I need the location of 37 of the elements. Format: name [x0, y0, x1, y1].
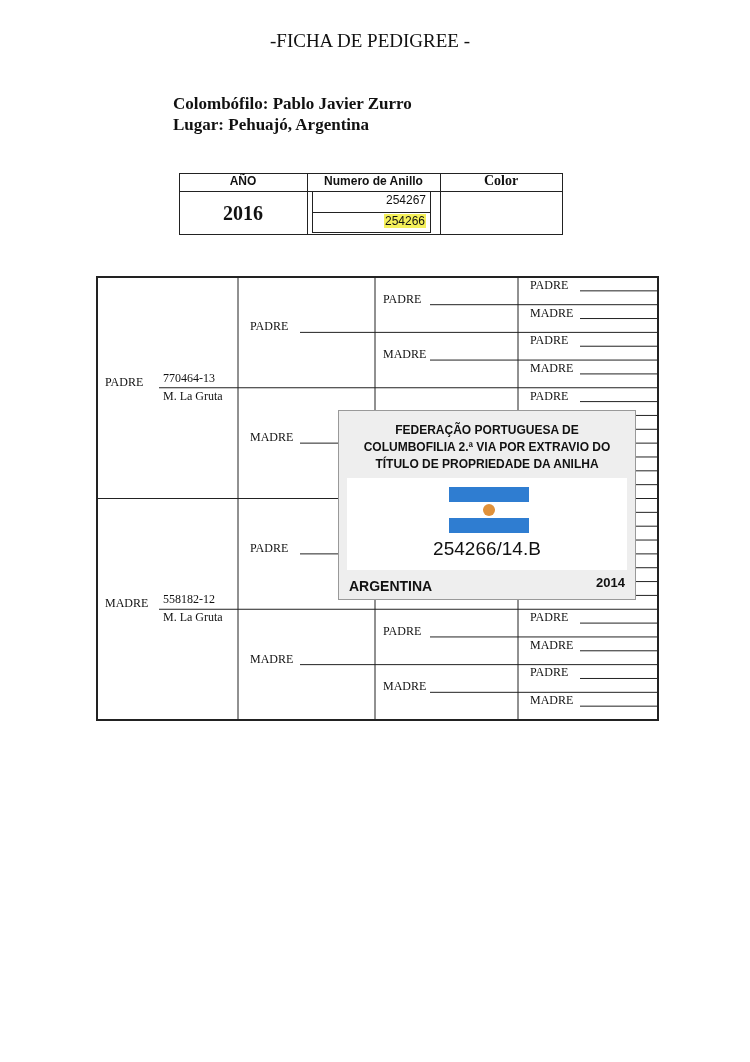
- parent-label: MADRE: [530, 637, 574, 653]
- ring-code: 254266/14.B: [432, 538, 542, 560]
- title: -FICHA DE PEDIGREE -: [269, 30, 471, 52]
- parent-label: MADRE: [530, 693, 574, 709]
- column-header: Numero de Anillo: [324, 174, 423, 188]
- parent-label: MADRE: [250, 430, 294, 446]
- parent-label: MADRE: [105, 596, 149, 612]
- parent-label: PADRE: [250, 540, 289, 556]
- year-value: 2014: [596, 575, 625, 590]
- parent-label: MADRE: [530, 305, 574, 321]
- ring-number: 558182-12: [163, 592, 215, 608]
- ring-number: 254266: [383, 214, 426, 228]
- parent-label: PADRE: [530, 388, 569, 404]
- place-line: Lugar: Pehuajó, Argentina: [173, 115, 369, 134]
- parent-label: PADRE: [250, 319, 289, 335]
- parent-label: MADRE: [250, 651, 294, 667]
- column-header: Color: [483, 173, 519, 188]
- breeder-name: M. La Gruta: [163, 388, 223, 404]
- parent-label: PADRE: [530, 277, 569, 293]
- ring-number: 770464-13: [163, 370, 215, 386]
- parent-label: PADRE: [383, 623, 422, 639]
- parent-label: PADRE: [383, 291, 422, 307]
- certificate-heading: FEDERAÇÃO PORTUGUESA DE COLUMBOFILIA 2.ª VIA POR EXTRAVIO DO TÍTULO DE PROPRIEDADE DA ANILHA: [362, 422, 612, 473]
- parent-label: PADRE: [530, 610, 569, 626]
- column-header: AÑO: [229, 174, 257, 188]
- country-name: ARGENTINA: [349, 578, 433, 594]
- parent-label: MADRE: [383, 347, 427, 363]
- year-value: 2016: [223, 202, 263, 224]
- parent-label: MADRE: [383, 679, 427, 695]
- parent-label: PADRE: [530, 333, 569, 349]
- parent-label: PADRE: [530, 665, 569, 681]
- owner-line: Colombófilo: Pablo Javier Zurro: [173, 94, 412, 113]
- breeder-name: M. La Gruta: [163, 610, 223, 626]
- ring-certificate-card: [338, 410, 636, 600]
- parent-label: MADRE: [530, 360, 574, 376]
- ring-number: 254267: [385, 193, 426, 207]
- parent-label: PADRE: [105, 374, 144, 390]
